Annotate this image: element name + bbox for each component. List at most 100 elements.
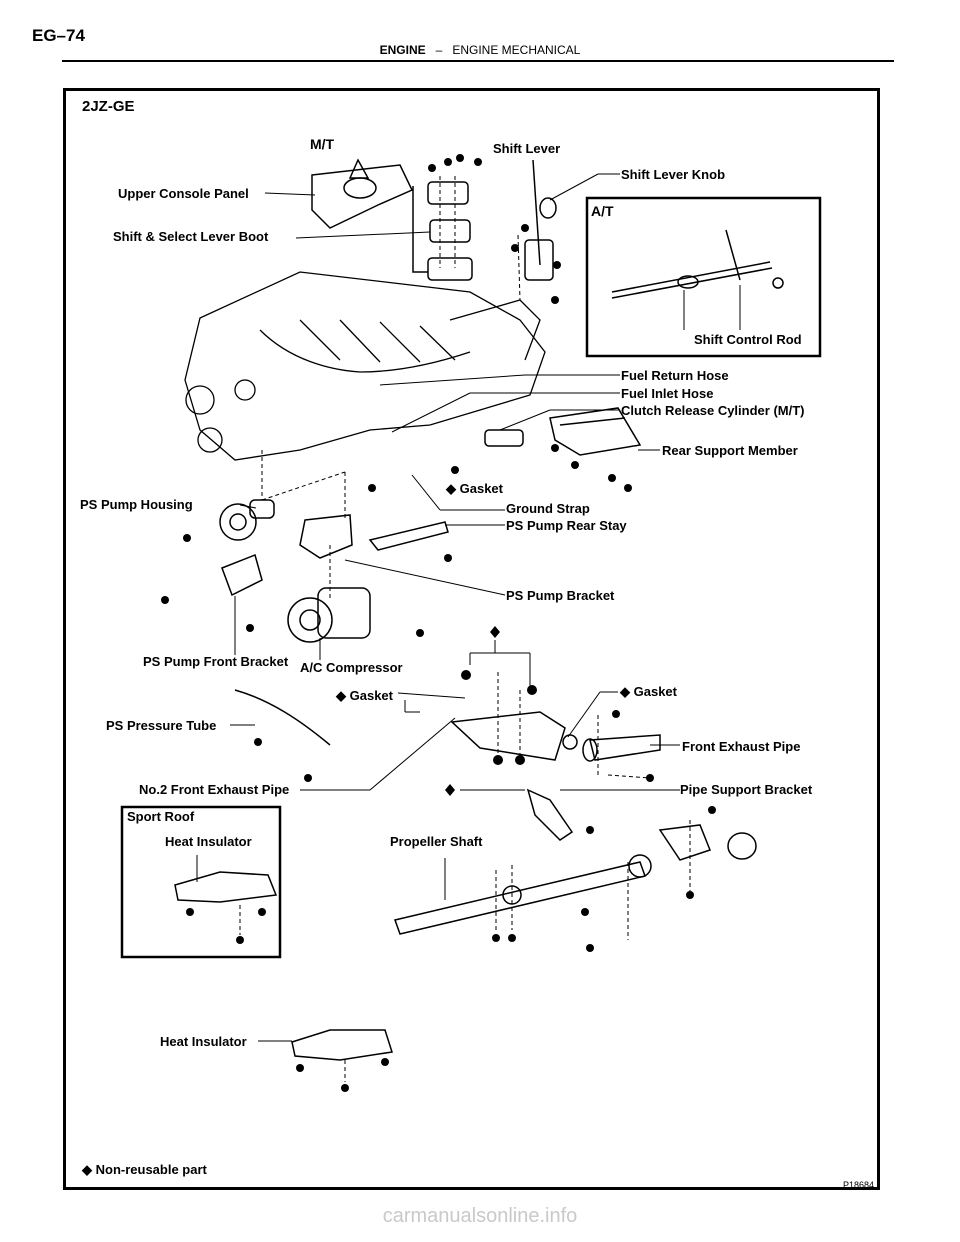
bolt-icon — [161, 596, 169, 604]
ac-compressor-drawing — [287, 587, 371, 643]
propeller-shaft-drawing — [394, 824, 757, 935]
label-pipe-support-bracket: Pipe Support Bracket — [680, 782, 813, 797]
bolt-icon — [186, 908, 194, 916]
label-upper-console-panel: Upper Console Panel — [118, 186, 249, 201]
label-ps-pump-rear-stay: PS Pump Rear Stay — [506, 518, 627, 533]
bolt-icon — [511, 244, 519, 252]
bolt-icon — [551, 296, 559, 304]
label-gasket-right: ◆ Gasket — [620, 684, 677, 700]
heat-insulator-drawing — [291, 1029, 393, 1061]
label-gasket-middle: ◆ Gasket — [336, 688, 393, 704]
bolt-icon — [586, 826, 594, 834]
bolt-icon — [551, 444, 559, 452]
label-ac-compressor: A/C Compressor — [300, 660, 403, 675]
non-reusable-footnote: ◆ Non-reusable part — [82, 1162, 207, 1177]
diagram-frame — [63, 88, 880, 1190]
bolt-icon — [553, 261, 561, 269]
bolt-icon — [624, 484, 632, 492]
sport-roof-label: Sport Roof — [127, 809, 195, 824]
label-shift-select-lever-boot: Shift & Select Lever Boot — [113, 229, 269, 244]
section-title: ENGINE — [379, 43, 426, 57]
bolt-icon — [246, 624, 254, 632]
shift-lever-drawing — [524, 159, 557, 281]
bolt-icon — [586, 944, 594, 952]
watermark: carmanualsonline.info — [382, 1205, 578, 1227]
clutch-cylinder-drawing — [484, 429, 524, 447]
bolt-icon — [416, 629, 424, 637]
ps-pump-drawing — [219, 499, 275, 541]
bolt-icon — [183, 534, 191, 542]
upper-console-panel-drawing — [311, 158, 414, 229]
label-heat-insulator: Heat Insulator — [160, 1034, 247, 1049]
label-ground-strap: Ground Strap — [506, 501, 590, 516]
bolt-icon — [608, 474, 616, 482]
bolt-icon — [474, 158, 482, 166]
bolt-icon — [492, 934, 500, 942]
non-reusable-icon: ◆ — [446, 481, 456, 496]
header-rule — [62, 60, 894, 62]
non-reusable-icon: ◆ — [336, 688, 346, 703]
page-header: ENGINE–ENGINE MECHANICAL — [0, 43, 960, 57]
ps-pressure-tube-drawing — [234, 689, 331, 746]
label-shift-lever-knob: Shift Lever Knob — [621, 167, 726, 182]
nut-icon — [527, 685, 537, 695]
page-number: EG–74 — [32, 26, 85, 45]
subsection-title: ENGINE MECHANICAL — [452, 43, 581, 57]
fastener-group — [161, 154, 716, 1092]
bolt-icon — [508, 934, 516, 942]
bolt-icon — [428, 164, 436, 172]
bolt-icon — [521, 224, 529, 232]
nut-icon — [515, 755, 525, 765]
non-reusable-marker-icon — [490, 626, 500, 638]
label-propeller-shaft: Propeller Shaft — [390, 834, 483, 849]
label-front-exhaust-pipe: Front Exhaust Pipe — [682, 739, 801, 754]
ps-pump-bracket-drawing — [299, 514, 353, 559]
at-inset-box — [585, 196, 822, 358]
model-title: 2JZ-GE — [82, 98, 135, 115]
bolt-icon — [381, 1058, 389, 1066]
bolt-icon — [444, 554, 452, 562]
bolt-icon — [571, 461, 579, 469]
leader-lines — [196, 173, 741, 1042]
label-fuel-return-hose: Fuel Return Hose — [621, 368, 729, 383]
bolt-icon — [456, 154, 464, 162]
bolt-icon — [581, 908, 589, 916]
mt-variant-label: M/T — [310, 136, 335, 152]
label-ps-pressure-tube: PS Pressure Tube — [106, 718, 217, 733]
sport-roof-inset-box — [120, 805, 282, 959]
bolt-icon — [646, 774, 654, 782]
engine-block-drawing — [184, 271, 546, 461]
bolt-icon — [686, 891, 694, 899]
label-shift-lever: Shift Lever — [493, 141, 561, 156]
gasket-text: Gasket — [459, 481, 503, 496]
bolt-icon — [708, 806, 716, 814]
pipe-support-bracket-drawing — [526, 788, 574, 841]
label-ps-pump-bracket: PS Pump Bracket — [506, 588, 615, 603]
at-variant-label: A/T — [591, 203, 614, 219]
gasket-text: Gasket — [349, 688, 393, 703]
bolt-icon — [451, 466, 459, 474]
label-gasket-upper: ◆ Gasket — [446, 481, 503, 497]
nut-icon — [461, 670, 471, 680]
gasket-text: Gasket — [633, 684, 677, 699]
bolt-icon — [444, 158, 452, 166]
label-rear-support-member: Rear Support Member — [662, 443, 798, 458]
bolt-icon — [304, 774, 312, 782]
label-clutch-release-cylinder: Clutch Release Cylinder (M/T) — [621, 403, 805, 418]
label-ps-pump-housing: PS Pump Housing — [80, 497, 193, 512]
non-reusable-icon: ◆ — [620, 684, 630, 699]
non-reusable-marker-icon — [445, 784, 455, 796]
bolt-icon — [296, 1064, 304, 1072]
heat-insulator-inset-drawing — [174, 871, 278, 903]
bolt-icon — [254, 738, 262, 746]
header-separator: – — [435, 43, 443, 57]
nut-icon — [493, 755, 503, 765]
label-heat-insulator-inset: Heat Insulator — [165, 834, 252, 849]
bolt-icon — [236, 936, 244, 944]
bolt-icon — [258, 908, 266, 916]
ps-pump-rear-stay-drawing — [368, 521, 449, 551]
shift-boot-drawing — [412, 181, 473, 281]
bolt-icon — [341, 1084, 349, 1092]
label-shift-control-rod: Shift Control Rod — [694, 332, 802, 347]
label-ps-pump-front-bracket: PS Pump Front Bracket — [143, 654, 289, 669]
